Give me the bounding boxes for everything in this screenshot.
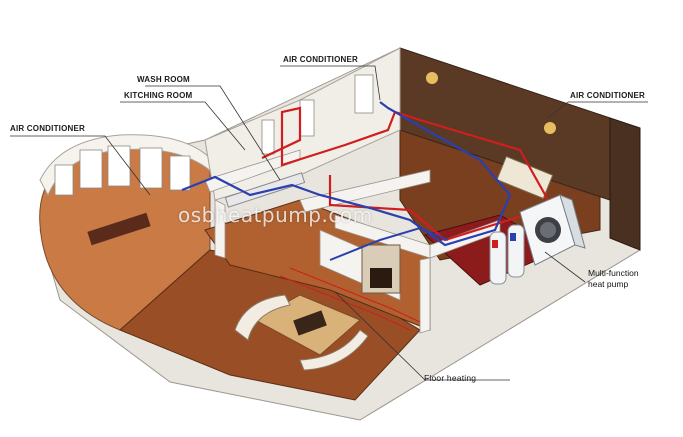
dining-table	[87, 212, 151, 246]
cold-pipe-2	[329, 226, 449, 261]
hot-pipe	[261, 106, 550, 242]
back-windows	[261, 74, 374, 155]
cold-pipe	[181, 101, 512, 247]
right-wall	[609, 117, 641, 251]
heat-pump-label-line2: heat pump	[588, 279, 629, 289]
heat-pump-label: Multi-function heat pump	[588, 268, 639, 290]
kitching-room-label: KITCHING ROOM	[124, 91, 193, 100]
lamp-1	[426, 72, 438, 84]
floor-heating-label: Floor heating	[424, 373, 477, 383]
wash-room-label: WASH ROOM	[137, 75, 190, 84]
fireplace-opening	[370, 268, 392, 288]
water-tanks	[489, 224, 525, 285]
lamp-2	[544, 122, 556, 134]
watermark: osbheatpump.com	[178, 203, 373, 227]
heat-pump	[519, 194, 586, 266]
heat-pump-label-line1: Multi-function	[588, 268, 639, 278]
kitchen-counter	[224, 172, 306, 208]
coffee-table	[293, 310, 327, 336]
sunroom-windows	[54, 145, 191, 196]
air-conditioner-right-label: AIR CONDITIONER	[570, 91, 645, 100]
air-conditioner-top-label: AIR CONDITIONER	[283, 55, 358, 64]
callout-leaders	[10, 65, 648, 381]
sofa-2	[299, 329, 369, 371]
air-conditioner-left-label: AIR CONDITIONER	[10, 124, 85, 133]
sofa	[234, 294, 291, 341]
floor-heating-lines	[279, 267, 421, 331]
